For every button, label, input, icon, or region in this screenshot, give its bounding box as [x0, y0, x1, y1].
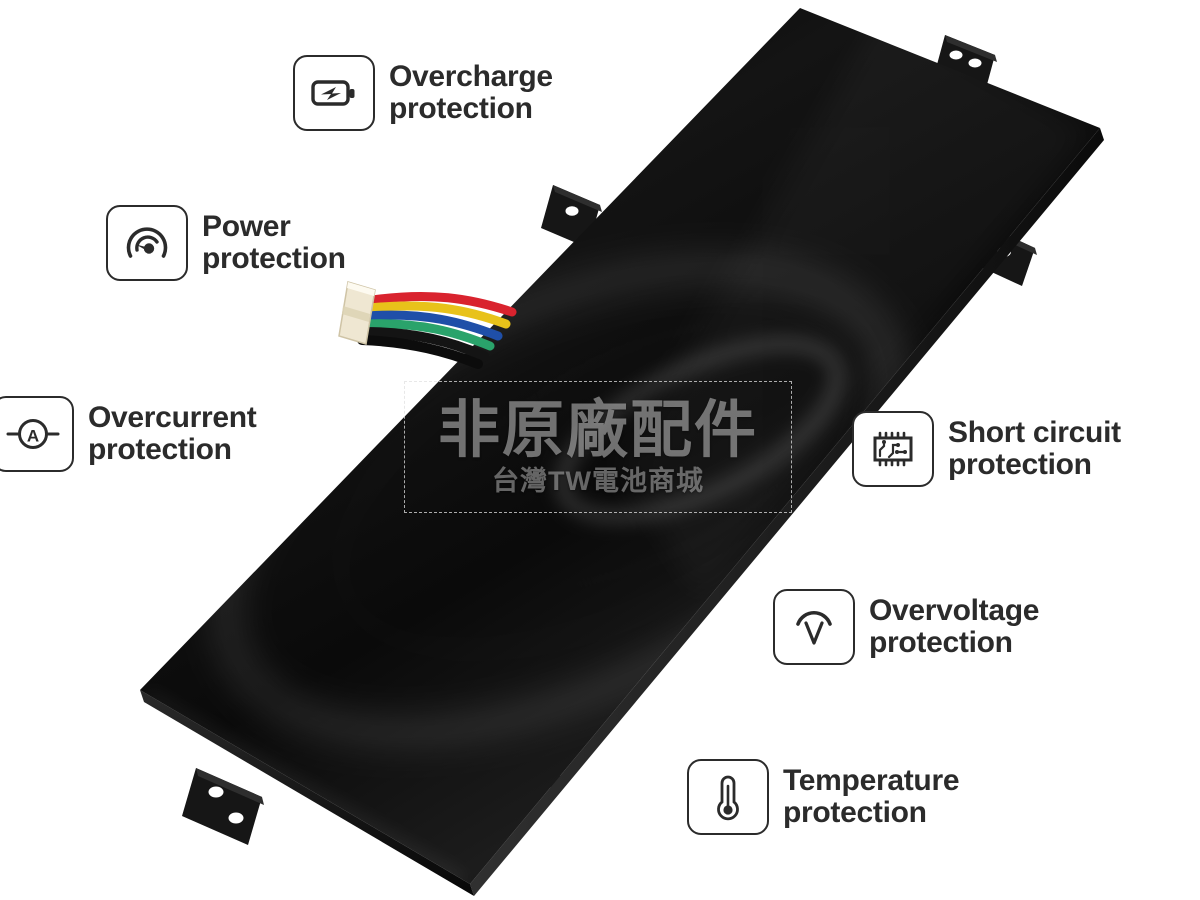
ammeter-icon: A: [5, 414, 61, 454]
callout-temperature-label: Temperature protection: [783, 763, 960, 829]
callout-short-circuit-label: Short circuit protection: [948, 415, 1121, 481]
callout-overvoltage: Overvoltage protection: [773, 589, 1039, 665]
overcharge-icon-box: [293, 55, 375, 131]
callout-overcharge-label: Overcharge protection: [389, 59, 553, 125]
voltmeter-icon: [791, 605, 837, 649]
overvoltage-icon-box: [773, 589, 855, 665]
callout-temperature: Temperature protection: [687, 759, 960, 835]
chip-icon: [867, 429, 919, 469]
watermark-sub-text: 台灣TW電池商城: [492, 465, 704, 496]
short-circuit-icon-box: [852, 411, 934, 487]
power-icon-box: [106, 205, 188, 281]
callout-overcurrent-label: Overcurrent protection: [88, 400, 257, 466]
svg-text:A: A: [27, 427, 39, 446]
temperature-icon-box: [687, 759, 769, 835]
thermometer-icon: [711, 772, 745, 822]
callout-power: Power protection: [106, 205, 346, 281]
callout-overcurrent: A Overcurrent protection: [0, 396, 257, 472]
callout-overcharge: Overcharge protection: [293, 55, 553, 131]
battery-connector-harness: [338, 281, 517, 369]
overcurrent-icon-box: A: [0, 396, 74, 472]
watermark-main-text: 非原廠配件: [437, 395, 758, 465]
battery-bottom-edge: [140, 690, 474, 896]
watermark: 非原廠配件 台灣TW電池商城: [404, 381, 792, 513]
gauge-icon: [124, 220, 170, 266]
battery-bolt-icon: [310, 76, 358, 110]
callout-power-label: Power protection: [202, 209, 346, 275]
connector-housing: [338, 281, 376, 345]
callout-overvoltage-label: Overvoltage protection: [869, 593, 1040, 659]
callout-short-circuit: Short circuit protection: [852, 411, 1121, 487]
